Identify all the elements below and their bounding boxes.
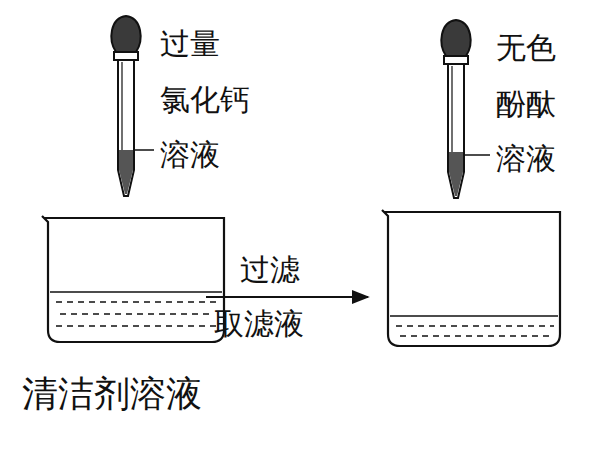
dropper <box>441 20 490 198</box>
beaker <box>42 216 224 342</box>
beaker <box>382 210 560 346</box>
dropper <box>111 16 154 196</box>
step-label: 取滤液 <box>214 306 304 342</box>
reagent-label: 过量 氯化钙 溶液 <box>160 16 256 183</box>
beaker-label: 清洁剂溶液 <box>22 372 202 415</box>
process-arrow <box>206 296 368 298</box>
reagent-label: 无色 酚酞 溶液 <box>496 20 592 187</box>
step-label: 过滤 <box>240 252 300 288</box>
